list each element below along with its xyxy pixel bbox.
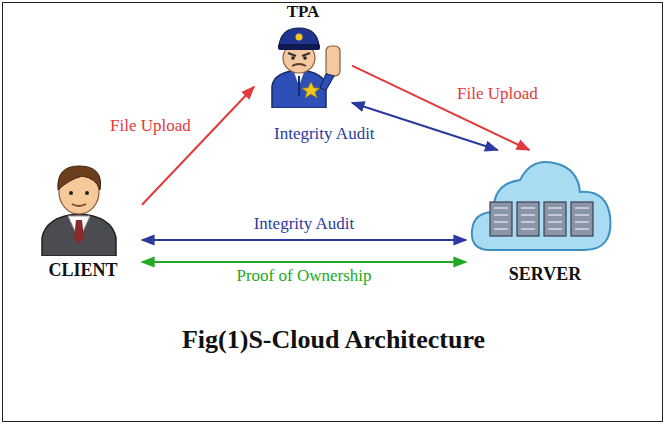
cloud-icon bbox=[466, 150, 616, 266]
flow-arrow bbox=[142, 239, 466, 241]
edge-label: Proof of Ownership bbox=[234, 266, 373, 286]
node-title: TPA bbox=[254, 2, 352, 22]
edge-label: File Upload bbox=[108, 116, 193, 136]
police-icon bbox=[254, 26, 344, 112]
auditor-node: TPA bbox=[254, 2, 352, 108]
flow-arrow bbox=[352, 66, 529, 150]
edge-label: Integrity Audit bbox=[252, 214, 357, 234]
police-drawing bbox=[254, 26, 344, 108]
edge-label: Integrity Audit bbox=[272, 124, 377, 144]
node-title: CLIENT bbox=[24, 260, 142, 281]
client-node: CLIENT bbox=[24, 160, 142, 288]
cloud-drawing bbox=[466, 150, 616, 262]
person-icon bbox=[24, 160, 134, 260]
person-drawing bbox=[24, 160, 134, 256]
flow-arrow bbox=[142, 87, 254, 205]
server-node: SERVER bbox=[466, 150, 624, 290]
flow-arrow bbox=[142, 261, 466, 263]
edge-label: File Upload bbox=[455, 84, 540, 104]
node-title: SERVER bbox=[466, 264, 624, 285]
figure-caption: Fig(1)S-Cloud Architecture bbox=[182, 325, 485, 355]
